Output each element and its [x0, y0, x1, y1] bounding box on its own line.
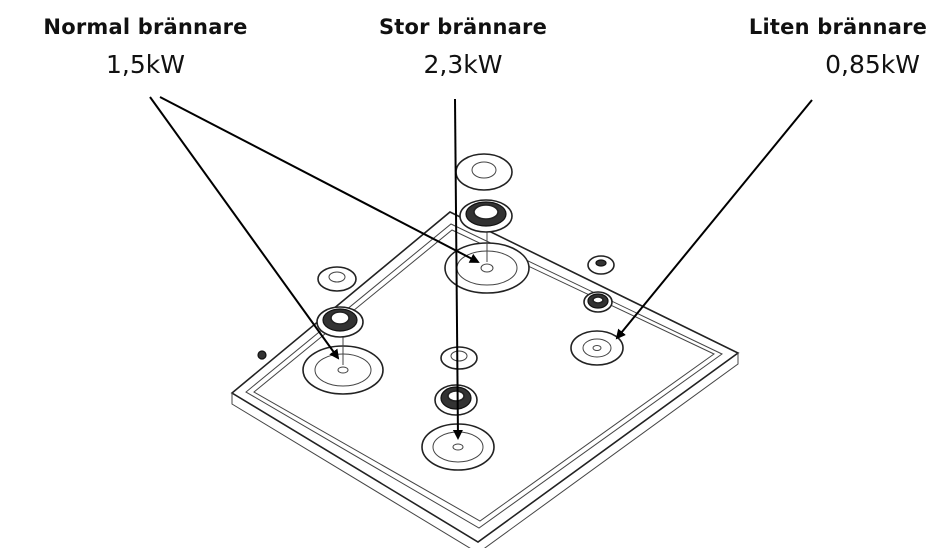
large-burner-name: Stor brännare	[378, 15, 548, 39]
normal-burner-front	[421, 346, 495, 471]
label-normal-burner: Normal brännare 1,5kW	[8, 14, 283, 82]
small-burner-name: Liten brännare	[748, 15, 928, 39]
normal-burner-power: 1,5kW	[106, 50, 185, 79]
cooktop-plate	[230, 211, 740, 548]
label-small-burner: Liten brännare 0,85kW	[728, 14, 948, 82]
small-burner-power: 0,85kW	[825, 50, 920, 79]
arrow-normal-to-center-burner	[159, 96, 480, 263]
small-burner	[570, 255, 624, 366]
label-large-burner: Stor brännare 2,3kW	[358, 14, 568, 82]
normal-burner-left	[302, 266, 384, 395]
arrow-small-burner	[615, 99, 813, 340]
large-burner-power: 2,3kW	[423, 50, 503, 79]
normal-burner-name: Normal brännare	[43, 15, 248, 39]
corner-knob	[257, 350, 267, 360]
arrow-normal-to-left-burner	[149, 96, 340, 360]
arrow-large-burner	[452, 98, 463, 440]
